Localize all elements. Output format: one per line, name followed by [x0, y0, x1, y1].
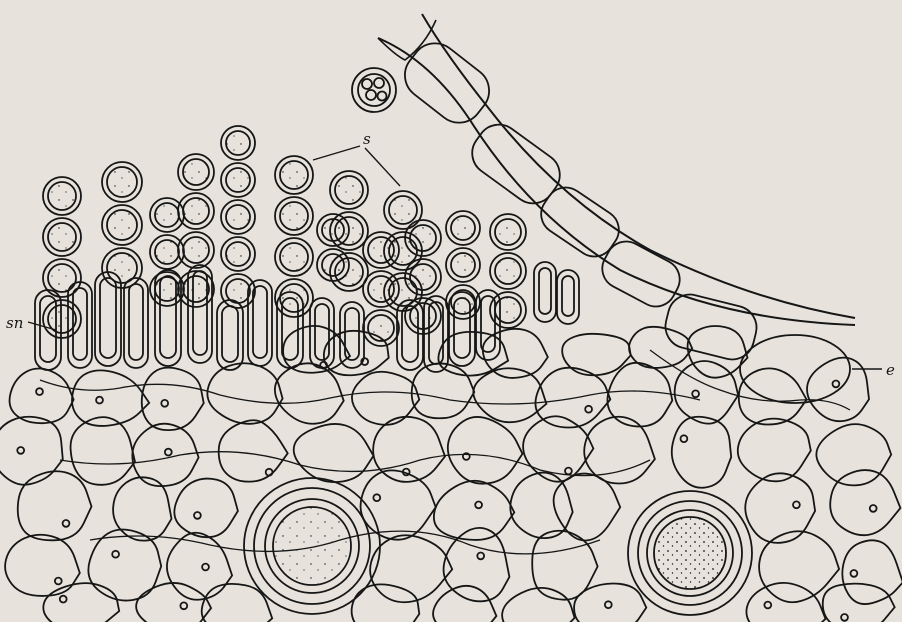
leader-sporophores — [28, 322, 56, 330]
leader-spores-a — [313, 146, 360, 160]
leader-spores-b — [365, 148, 400, 186]
